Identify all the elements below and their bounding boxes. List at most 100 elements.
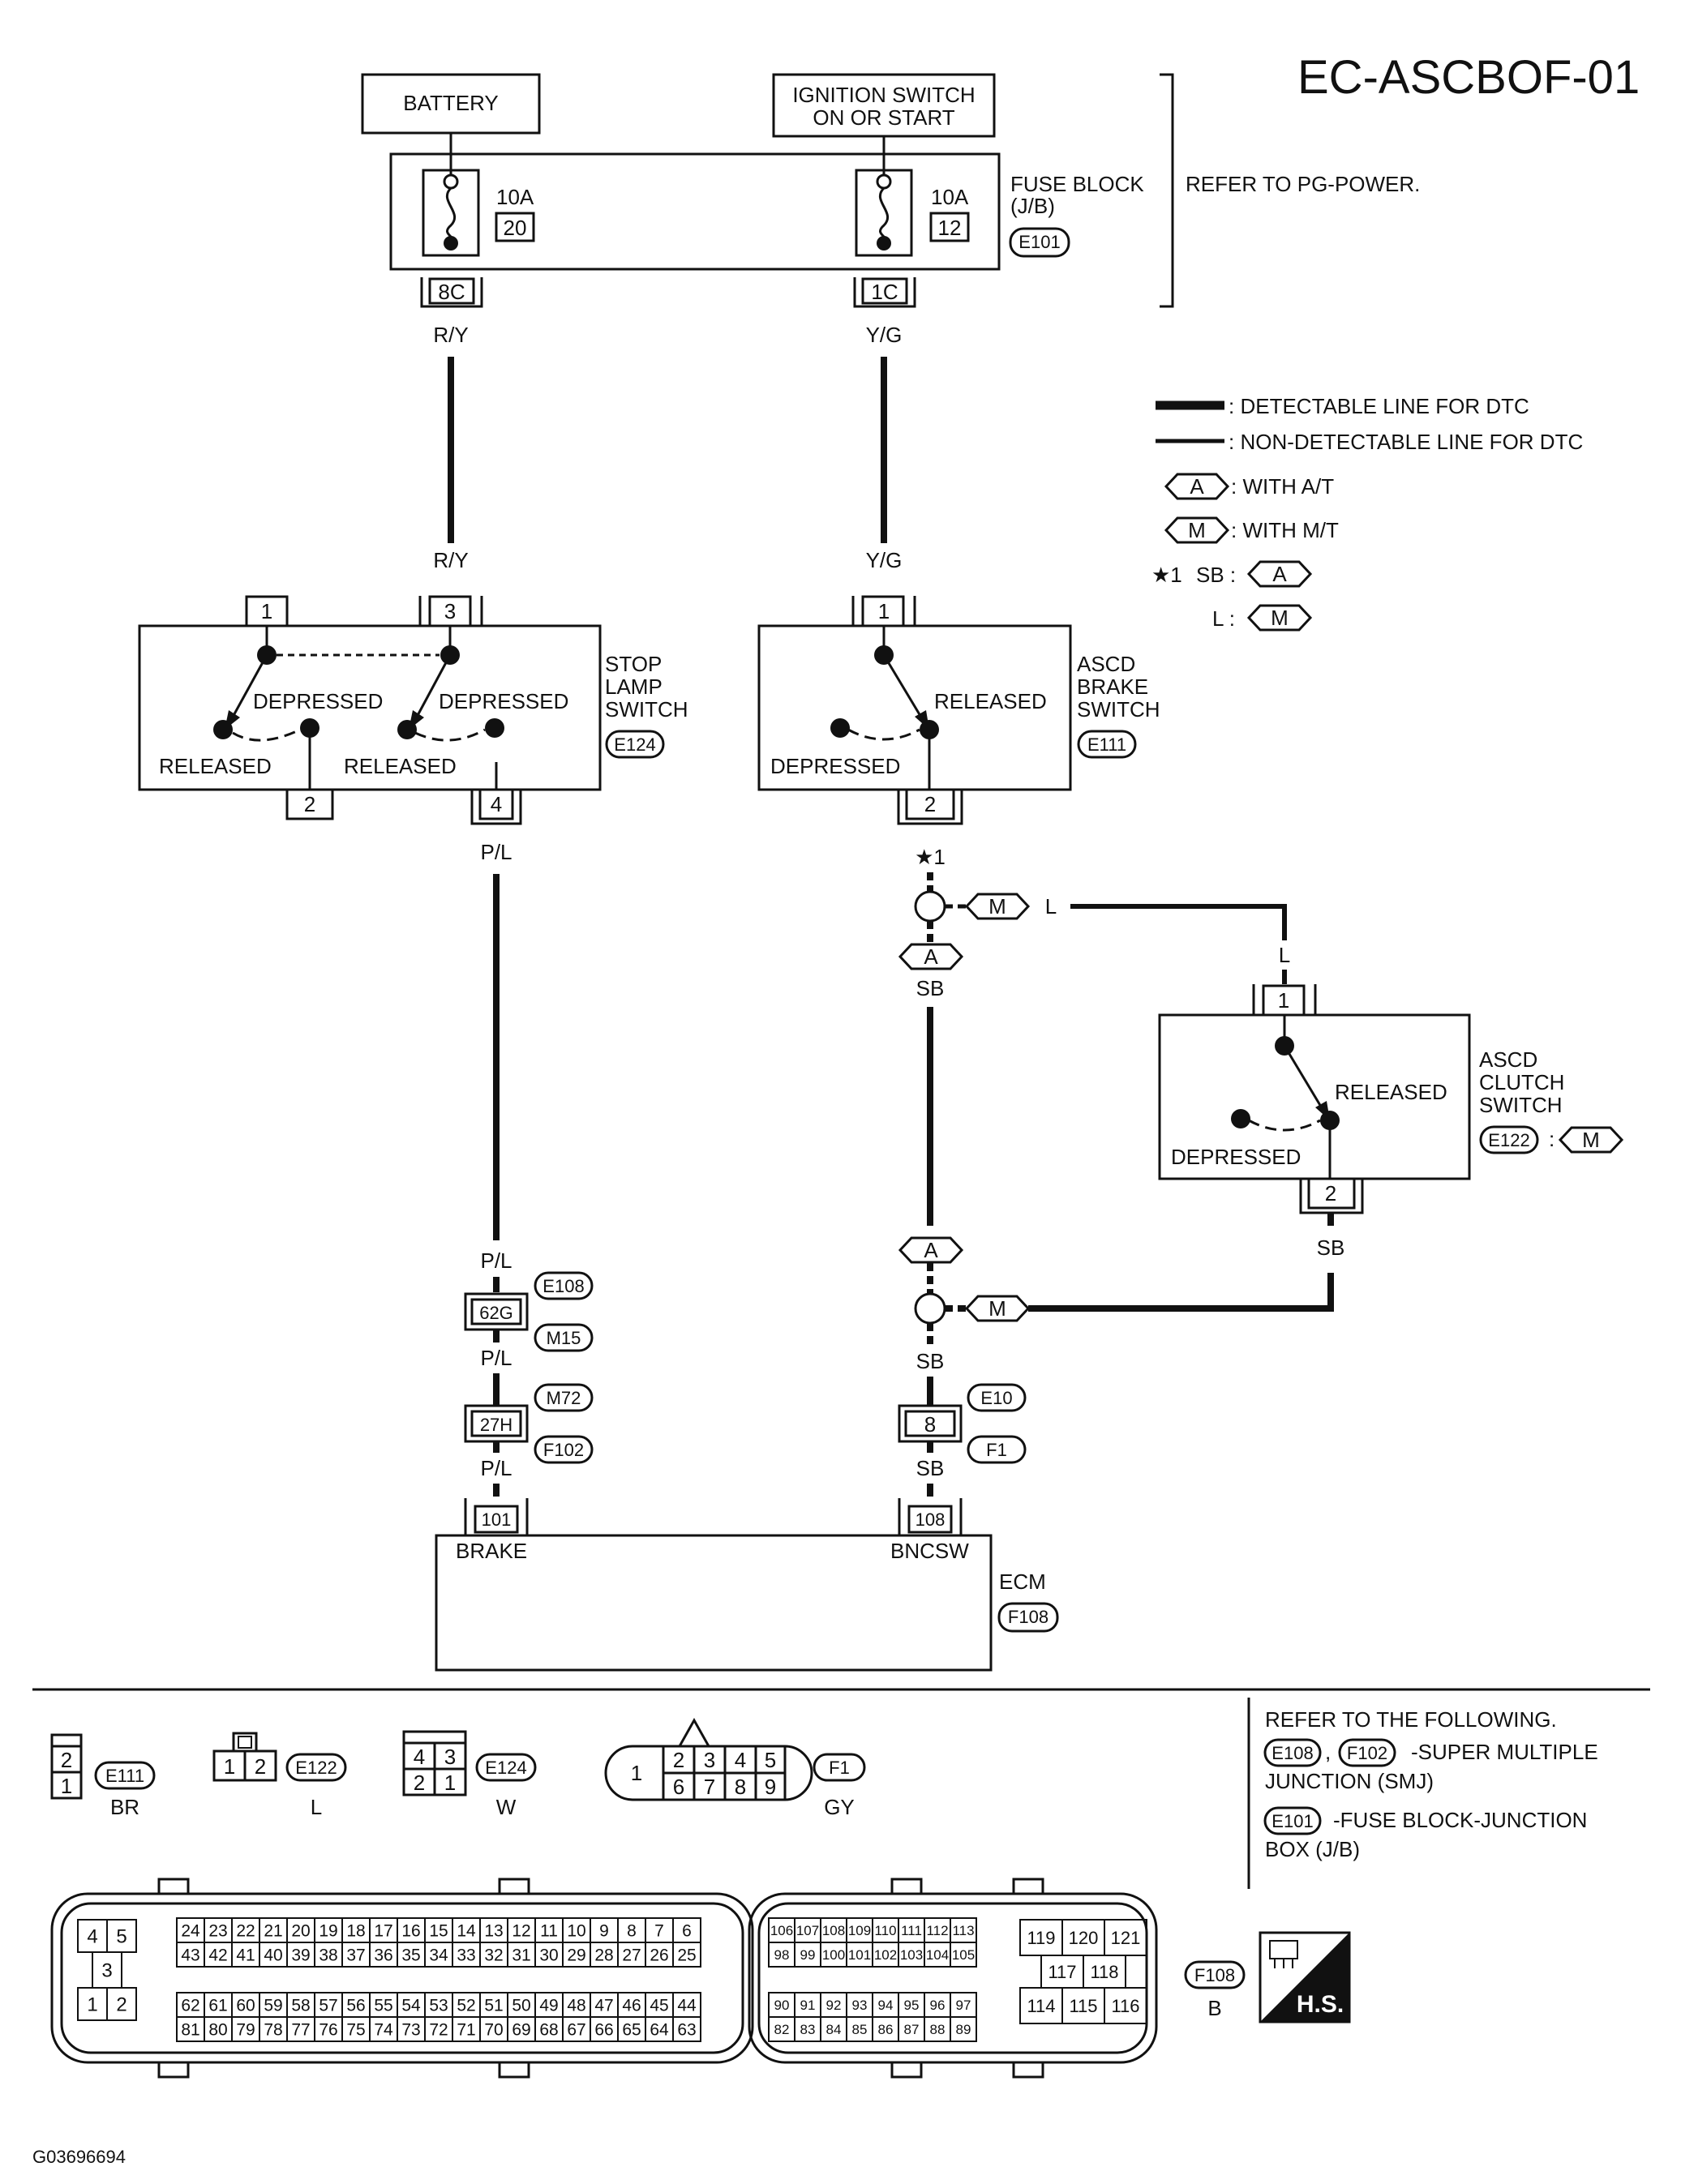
ecm-pin-cell: 14 <box>457 1922 476 1941</box>
e111-cell-2: 2 <box>61 1748 72 1772</box>
ecm-pin-cell: 115 <box>1069 1996 1097 2016</box>
ascd-clutch-depressed: DEPRESSED <box>1171 1145 1301 1169</box>
joint-27h-label: 27H <box>480 1415 512 1435</box>
ecm-pin-cell: 10 <box>567 1922 585 1941</box>
ecm-pin-cell: 6 <box>682 1922 692 1941</box>
conn-f1: F1 <box>986 1440 1007 1460</box>
fuse-left <box>422 133 480 257</box>
ecm-pin-cell: 13 <box>484 1922 503 1941</box>
wire-sb-1: SB <box>916 976 945 1000</box>
wire-ry-bottom: R/Y <box>433 548 468 572</box>
ecm-pin-cell: 12 <box>512 1922 530 1941</box>
legend-nondetectable: : NON-DETECTABLE LINE FOR DTC <box>1229 430 1583 454</box>
ascd-clutch-connector: E122 <box>1488 1130 1529 1150</box>
ascd-clutch-variant <box>1558 1126 1624 1154</box>
stop-lamp-pin-1: 1 <box>261 599 272 623</box>
splice-lower <box>914 1292 946 1325</box>
ecm-pin-cell: 57 <box>319 1997 337 2015</box>
ecm-pin-cell: 120 <box>1069 1928 1099 1948</box>
f1-cell-6: 6 <box>673 1775 684 1799</box>
f1-cell-4: 4 <box>735 1748 746 1772</box>
ecm-pin-cell: 38 <box>319 1946 337 1965</box>
conn-f102: F102 <box>543 1440 584 1460</box>
f1-id: F1 <box>829 1758 850 1778</box>
ecm-pin-cell: 89 <box>956 2022 971 2037</box>
e122-cell-1: 1 <box>224 1754 235 1779</box>
ascd-clutch-pin-2: 2 <box>1325 1181 1336 1205</box>
stop-lamp-name-3: SWITCH <box>605 697 688 722</box>
ecm-pin-cell: 96 <box>930 1998 946 2013</box>
ecm-pin-cell: 63 <box>677 2021 696 2040</box>
fuse-left-number: 20 <box>504 216 527 240</box>
ecm-pin-cell: 30 <box>539 1946 558 1965</box>
ecm-pin-cell: 80 <box>208 2021 227 2040</box>
f1-cell-3: 3 <box>704 1748 715 1772</box>
ecm-pin-cell: 84 <box>826 2022 842 2037</box>
legend-sb-a-symbol <box>1246 560 1313 588</box>
f1-cell-7: 7 <box>704 1775 715 1799</box>
ecm-pin-cell: 91 <box>800 1998 816 2013</box>
e124-cell-1: 1 <box>444 1771 456 1795</box>
ecm-pin-cell: 94 <box>878 1998 894 2013</box>
ecm-pin-cell: 17 <box>374 1922 392 1941</box>
ecm-pin-cell: 70 <box>484 2021 503 2040</box>
ecm-pin-cell: 51 <box>484 1997 503 2015</box>
ecm-pin-cell: 43 <box>181 1946 199 1965</box>
variant-m-upper <box>964 893 1031 920</box>
ecm-label: ECM <box>999 1569 1046 1594</box>
ecm-pin-cell: 78 <box>264 2021 282 2040</box>
ecm-pin-cell: 107 <box>796 1923 819 1938</box>
hs-badge-label: H.S. <box>1297 1991 1344 2018</box>
ecm-pin-cell: 108 <box>822 1923 845 1938</box>
ecm-pin-cell: 33 <box>457 1946 475 1965</box>
battery-label: BATTERY <box>403 91 499 115</box>
ecm-pin-cell: 113 <box>952 1923 974 1938</box>
ecm-pin-cell: 29 <box>567 1946 585 1965</box>
ecm-pin-cell: 95 <box>904 1998 920 2013</box>
ecm-pin-cell: 4 <box>87 1926 97 1948</box>
ecm-pin-cell: 93 <box>852 1998 868 2013</box>
ecm-pin-cell: 21 <box>264 1922 282 1941</box>
ecm-pin-cell: 32 <box>484 1946 503 1965</box>
conn-m15: M15 <box>547 1328 581 1348</box>
ecm-pin-cell: 121 <box>1111 1928 1141 1948</box>
ecm-bncsw-label: BNCSW <box>890 1539 969 1563</box>
ascd-brake-name-1: ASCD <box>1077 652 1135 676</box>
legend-l-m-code: M <box>1271 606 1289 630</box>
fuse-block-label: FUSE BLOCK <box>1010 172 1144 196</box>
f108-color: B <box>1207 1996 1221 2020</box>
ecm-pin-cell: 35 <box>401 1946 420 1965</box>
ecm-pin-cell: 53 <box>429 1997 448 2015</box>
fuse-left-rating: 10A <box>496 185 534 209</box>
ecm-pin-cell: 79 <box>236 2021 255 2040</box>
variant-a-lower-label: A <box>924 1238 938 1262</box>
stop-lamp-depressed-2: DEPRESSED <box>439 689 568 713</box>
ecm-pin-cell: 71 <box>457 2021 475 2040</box>
refer-e101: E101 <box>1271 1811 1313 1831</box>
e122-cell-2: 2 <box>255 1754 266 1779</box>
variant-a-upper-label: A <box>924 944 938 969</box>
ascd-clutch-pin-1: 1 <box>1278 988 1289 1013</box>
ecm-pin-cell: 11 <box>540 1922 558 1941</box>
terminal-1c-label: 1C <box>871 280 898 304</box>
ecm-pin-cell: 102 <box>874 1947 897 1963</box>
ecm-pin-cell: 31 <box>512 1946 530 1965</box>
fuse-right-rating: 10A <box>931 185 969 209</box>
ecm-pin-cell: 116 <box>1111 1996 1139 2016</box>
refer-pg-power: REFER TO PG-POWER. <box>1186 172 1420 196</box>
stop-lamp-name-2: LAMP <box>605 674 663 699</box>
ecm-connector: F108 <box>1008 1607 1048 1627</box>
ecm-pin-cell: 90 <box>774 1998 790 2013</box>
ecm-pin-cell: 73 <box>401 2021 420 2040</box>
legend-m-code: M <box>1188 518 1206 542</box>
ascd-brake-released: RELEASED <box>934 689 1047 713</box>
ecm-pin-cell: 37 <box>346 1946 365 1965</box>
ecm-pin-108: 108 <box>916 1510 946 1530</box>
ecm-pin-cell: 36 <box>374 1946 392 1965</box>
ecm-pin-cell: 104 <box>926 1947 949 1963</box>
wire-pl-mid2: P/L <box>480 1346 512 1370</box>
ecm-pin-cell: 25 <box>677 1946 696 1965</box>
harness-side-badge <box>1259 1931 1351 2023</box>
diagram-title: EC-ASCBOF-01 <box>1297 51 1640 104</box>
